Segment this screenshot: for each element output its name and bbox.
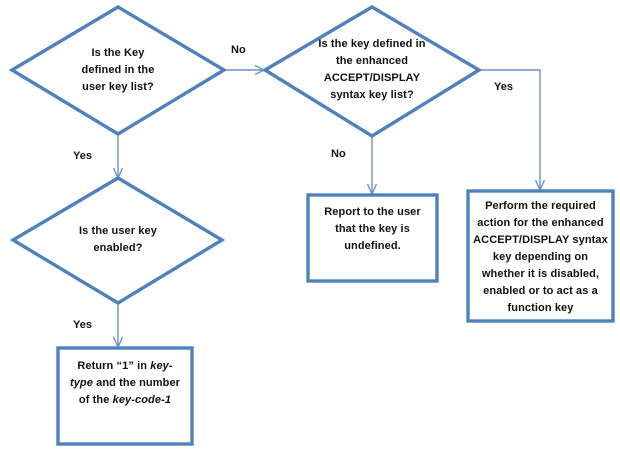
decision-shape-enhanced-key-defined[interactable]	[261, 5, 483, 138]
edge-label-yes-to-perform: Yes	[494, 81, 513, 93]
process-shape-report-undefined[interactable]	[306, 193, 439, 283]
edge-label-yes-to-enabled: Yes	[73, 150, 92, 162]
decision-shape-user-key-enabled[interactable]	[9, 176, 226, 305]
process-shape-return-key-type[interactable]	[56, 346, 194, 446]
decision-shape-user-key-defined[interactable]	[8, 5, 228, 136]
edge-label-no-to-report: No	[331, 148, 346, 160]
edge-label-no-to-enhanced: No	[231, 44, 246, 56]
edge-label-yes-to-return: Yes	[73, 319, 92, 331]
process-shape-perform-enhanced-action[interactable]	[466, 189, 615, 323]
connector-yes-to-perform	[480, 69, 541, 188]
